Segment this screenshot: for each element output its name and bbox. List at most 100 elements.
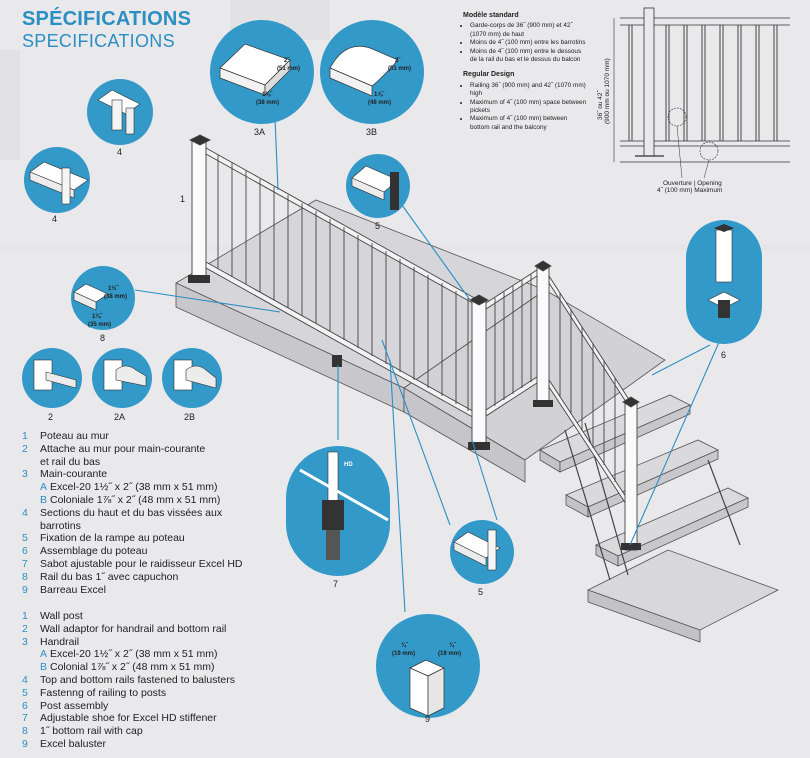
detail-circle-8: [71, 266, 135, 330]
legend-letter: A: [40, 648, 48, 661]
dim-3a-height-mm: (51 mm): [277, 66, 300, 72]
legend-text: Adjustable shoe for Excel HD stiffener: [40, 712, 217, 725]
leader-lines: [134, 117, 721, 613]
callout-5-lower: 5: [478, 587, 483, 597]
dim-3a-width-mm: (38 mm): [256, 100, 279, 106]
detail-circle-3b: [320, 20, 424, 124]
list-item: Maximum of 4˝ (100 mm) space between pic…: [470, 99, 588, 116]
detail-circle-2: [22, 348, 82, 408]
callout-2a: 2A: [114, 412, 125, 422]
detail-circle-4a: [87, 79, 153, 145]
height-label-2: (900 mm ou 1070 mm): [604, 58, 611, 124]
dim-3b-height-mm: (51 mm): [388, 66, 411, 72]
callout-4-upper: 4: [117, 147, 122, 157]
stair-steps: [539, 394, 779, 643]
callout-8: 8: [100, 333, 105, 343]
opening-label-2: 4˝ (100 mm) Maximum: [657, 186, 722, 194]
detail-pill-6: [686, 220, 762, 344]
legend-text: Rail du bas 1˝ avec capuchon: [40, 570, 179, 583]
dim-9-right-mm: (19 mm): [438, 651, 461, 657]
dim-8-height-mm: (38 mm): [104, 294, 127, 300]
callout-4-left: 4: [52, 214, 57, 224]
legend-text: Fastenng of railing to posts: [40, 686, 167, 699]
dim-3a-width: 1⅛˝: [262, 92, 273, 98]
detail-circle-2b: [162, 348, 222, 408]
detail-circle-4b: [24, 147, 90, 213]
elevation-drawing: [613, 7, 790, 179]
legend-number: 1: [22, 610, 28, 622]
dim-9-right: ¾˝: [449, 642, 457, 649]
detail-circle-5a: [346, 154, 410, 218]
legend-text: Sabot ajustable pour le raidisseur Excel…: [40, 557, 243, 570]
legend-row: 3 Main-courante: [22, 468, 243, 481]
legend-text: Sections du haut et du bas vissées aux: [40, 506, 223, 519]
legend-number: 7: [22, 712, 28, 725]
legend-number: 8: [22, 570, 28, 583]
dim-8-width-mm: (35 mm): [88, 322, 111, 328]
legend-row: 7 Adjustable shoe for Excel HD stiffener: [22, 712, 235, 725]
railing-stair: [548, 274, 640, 551]
list-item: Moins de 4˝ (100 mm) entre les barrotins: [470, 39, 588, 47]
legend-number: 3: [22, 635, 28, 648]
detail-circle-9: [376, 614, 480, 718]
callout-2: 2: [48, 412, 53, 422]
dim-3b-width: 1⅞˝: [374, 92, 385, 98]
standard-heading-en: Regular Design: [463, 71, 515, 79]
list-item: Garde-corps de 36˝ (900 mm) et 42˝ (1070…: [470, 22, 588, 39]
dim-3b-height: 2˝: [395, 58, 401, 64]
callout-1: 1: [180, 194, 185, 204]
legend-subtext: Excel-20 1½˝ x 2˝ (38 mm x 51 mm): [50, 648, 218, 661]
legend-text: Poteau au mur: [40, 430, 109, 442]
callout-5-upper: 5: [375, 221, 380, 231]
legend-row: 2 Attache au mur pour main-courante: [22, 443, 243, 456]
callout-2b: 2B: [184, 412, 195, 422]
legend-number: 3: [22, 468, 28, 481]
legend-text: Assemblage du poteau: [40, 545, 148, 558]
legend-text: Fixation de la rampe au poteau: [40, 532, 185, 545]
railing-left: [188, 134, 489, 449]
dim-8-height: 1½˝: [108, 285, 119, 292]
height-label-1: 36˝ ou 42˝: [596, 90, 604, 120]
legend-number: 4: [22, 506, 28, 519]
list-item: Maximum of 4˝ (100 mm) between bottom ra…: [470, 115, 588, 132]
legend-text: 1˝ bottom rail with cap: [40, 725, 143, 738]
dim-3a-height: 2˝: [284, 58, 290, 64]
railing-right: [485, 260, 552, 417]
standard-design-notes: Modèle standard Garde-corps de 36˝ (900 …: [463, 12, 588, 139]
standard-list-fr: Garde-corps de 36˝ (900 mm) et 42˝ (1070…: [463, 22, 588, 64]
legend-letter: B: [40, 661, 48, 674]
dim-8-width: 1⅜˝: [92, 314, 103, 320]
standard-heading-fr: Modèle standard: [463, 12, 519, 19]
legend-number: 9: [22, 737, 28, 750]
legend-text: Main-courante: [40, 468, 108, 481]
page-title-en: SPECIFICATIONS: [22, 31, 175, 51]
legend-letter: B: [40, 493, 48, 506]
legend-number: 2: [22, 442, 28, 455]
detail-circle-5b: [450, 520, 514, 584]
legend-text: Wall adaptor for handrail and bottom rai…: [40, 622, 227, 635]
list-item: Moins de 4˝ (100 mm) entre le dessous de…: [470, 48, 588, 65]
legend-number: 9: [22, 583, 28, 596]
legend-letter: A: [40, 481, 48, 494]
callout-7: 7: [333, 579, 338, 589]
legend-number: 6: [22, 699, 28, 712]
legend-continuation: barrotins: [40, 519, 81, 532]
legend-text: Attache au mur pour main-courante: [40, 442, 206, 455]
legend-text: Top and bottom rails fastened to baluste…: [40, 673, 235, 686]
hd-label: HD: [344, 462, 353, 468]
detail-pill-7: [286, 446, 390, 576]
detail-circle-3a: [210, 20, 314, 124]
